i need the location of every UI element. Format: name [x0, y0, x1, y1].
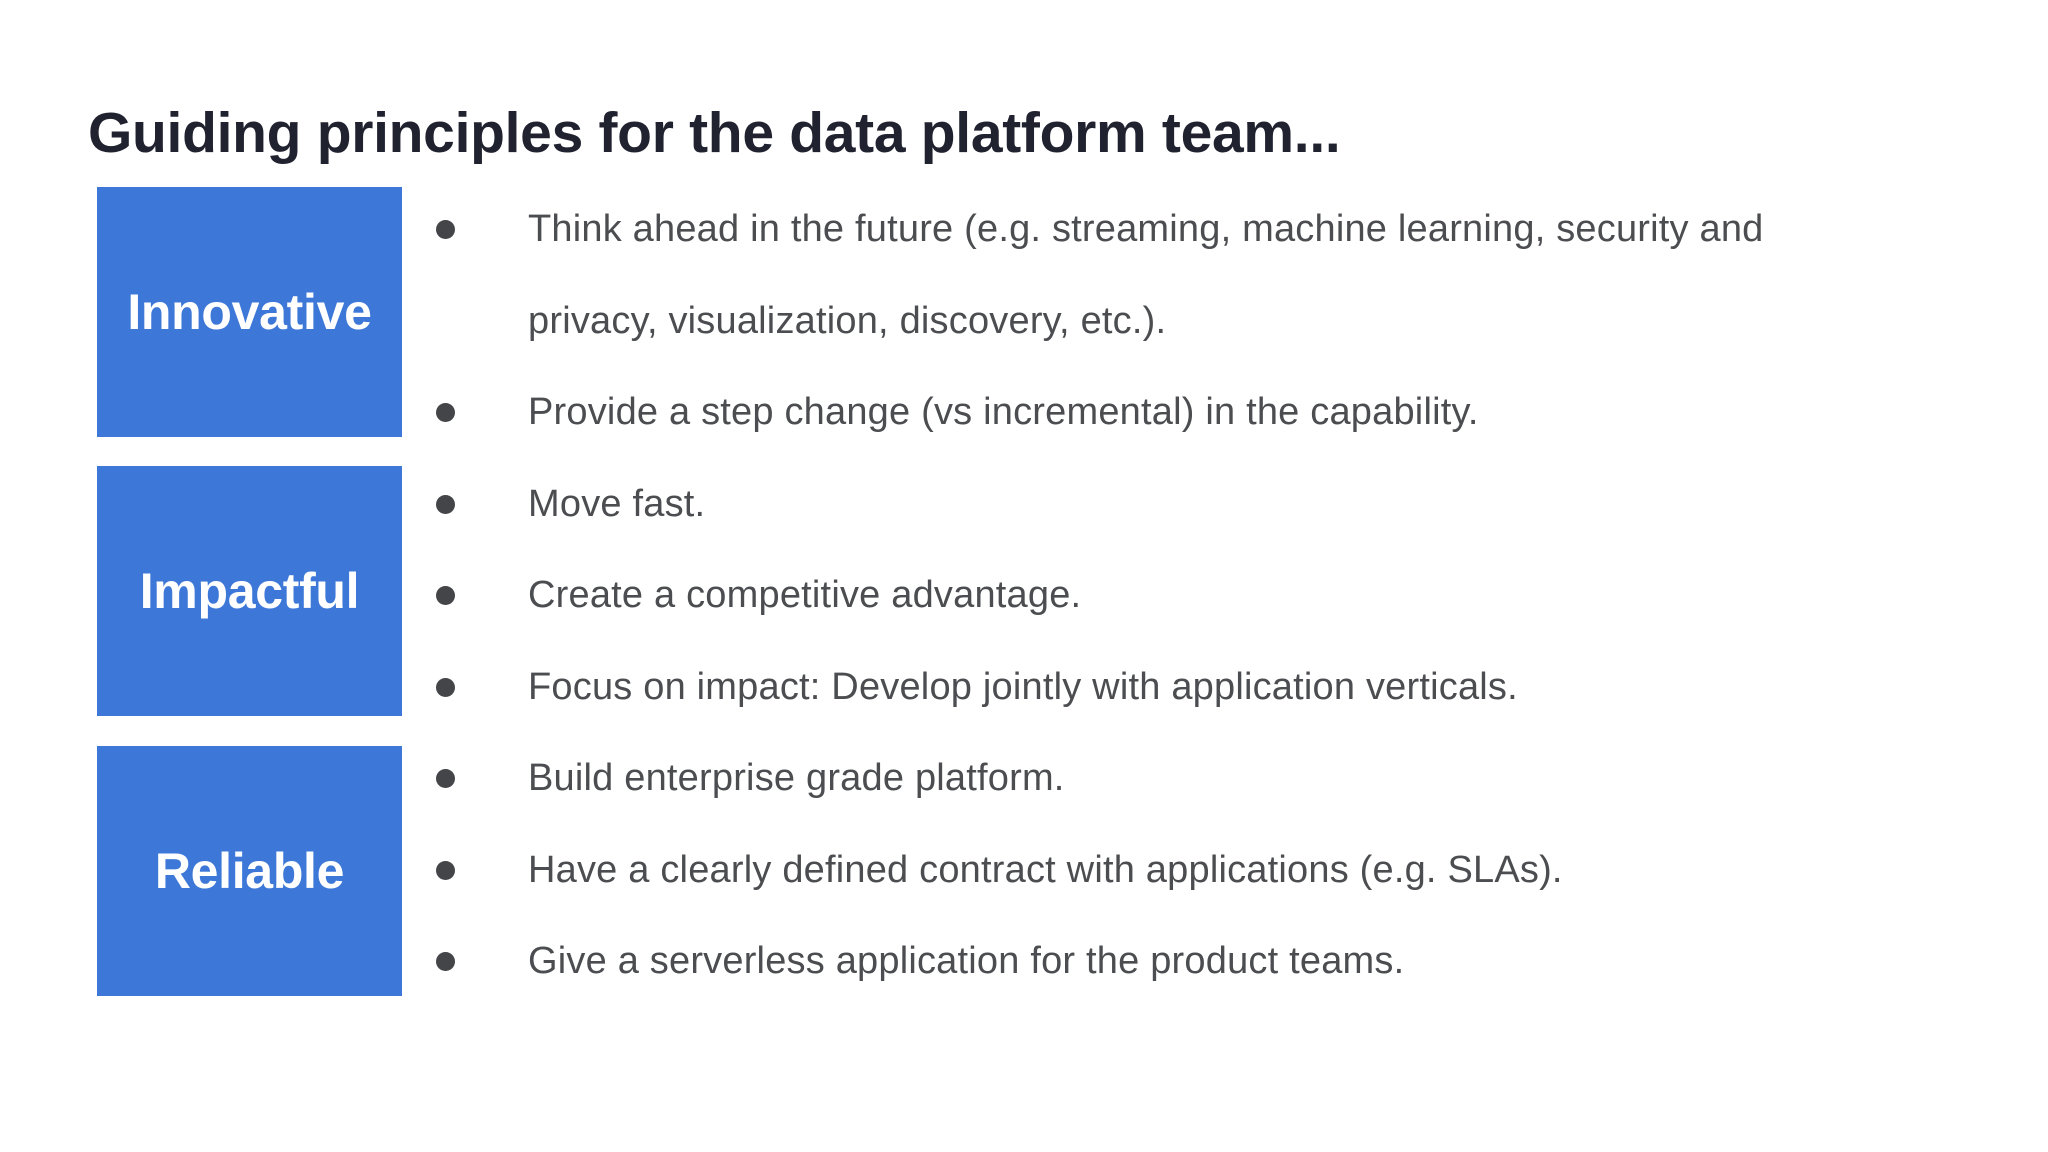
principle-box-reliable-label: Reliable: [154, 843, 345, 899]
bullet-text: Have a clearly defined contract with app…: [528, 848, 1563, 891]
bullet-group-innovative: Think ahead in the future (e.g. streamin…: [436, 184, 1826, 459]
principle-box-impactful: Impactful: [97, 466, 402, 716]
principle-box-innovative-label: Innovative: [127, 284, 372, 340]
bullet-dot-icon: [436, 220, 455, 239]
slide-title: Guiding principles for the data platform…: [88, 101, 1341, 165]
bullet-dot-icon: [436, 403, 455, 422]
bullet-item: Have a clearly defined contract with app…: [436, 825, 1826, 917]
bullet-dot-icon: [436, 494, 455, 514]
bullet-dot-icon: [436, 586, 455, 605]
bullet-item: Give a serverless application for the pr…: [436, 916, 1826, 1008]
bullet-item: Provide a step change (vs incremental) i…: [436, 367, 1826, 459]
bullet-item: Think ahead in the future (e.g. streamin…: [436, 184, 1826, 367]
bullet-item: Create a competitive advantage.: [436, 550, 1826, 642]
bullet-group-reliable: Build enterprise grade platform. Have a …: [436, 733, 1826, 1008]
bullet-text: Provide a step change (vs incremental) i…: [528, 391, 1479, 433]
principle-box-innovative: Innovative: [97, 187, 402, 437]
bullet-text: Move fast.: [528, 482, 706, 525]
bullet-item: Focus on impact: Develop jointly with ap…: [436, 642, 1826, 734]
bullet-text: Give a serverless application for the pr…: [528, 940, 1405, 982]
bullet-text: Focus on impact: Develop jointly with ap…: [528, 665, 1518, 708]
bullet-text: Think ahead in the future (e.g. streamin…: [528, 208, 1764, 342]
bullet-dot-icon: [436, 677, 455, 697]
bullet-dot-icon: [436, 952, 455, 971]
bullet-text: Build enterprise grade platform.: [528, 757, 1065, 799]
bullet-dot-icon: [436, 860, 455, 880]
principle-box-reliable: Reliable: [97, 746, 402, 996]
principle-box-impactful-label: Impactful: [139, 563, 360, 619]
bullet-group-impactful: Move fast. Create a competitive advantag…: [436, 459, 1826, 734]
bullet-text: Create a competitive advantage.: [528, 574, 1082, 616]
bullet-item: Build enterprise grade platform.: [436, 733, 1826, 825]
bullet-item: Move fast.: [436, 459, 1826, 551]
bullet-dot-icon: [436, 769, 455, 788]
bullets-column: Think ahead in the future (e.g. streamin…: [436, 184, 1826, 1008]
